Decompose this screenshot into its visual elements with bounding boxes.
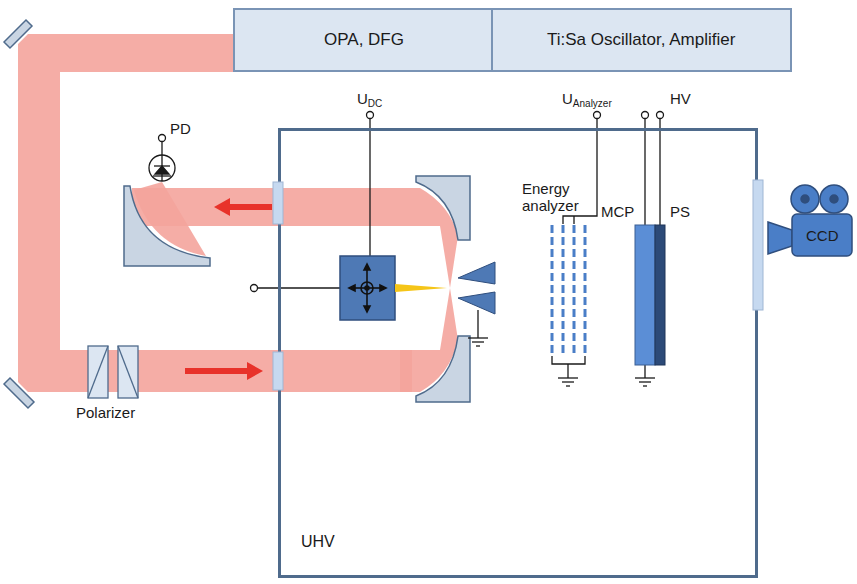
vacuum-chamber: UHV bbox=[278, 128, 758, 578]
window bbox=[753, 180, 763, 310]
component-label: CCD bbox=[806, 227, 839, 244]
polarizer bbox=[88, 346, 138, 398]
parabolic-mirror bbox=[416, 336, 470, 402]
mirror bbox=[4, 378, 34, 408]
voltage-label: HV bbox=[670, 90, 691, 107]
component-label: Polarizer bbox=[76, 404, 135, 421]
parabolic-mirror bbox=[416, 176, 470, 240]
positioner bbox=[340, 256, 447, 320]
ground-line bbox=[472, 341, 484, 342]
ground-line bbox=[468, 337, 488, 338]
extractor bbox=[458, 262, 495, 314]
voltage-label: UDC bbox=[357, 90, 382, 112]
mcp bbox=[635, 225, 655, 365]
photodiode bbox=[149, 135, 175, 182]
laser-box: OPA, DFG bbox=[233, 8, 493, 72]
node-text: Ti:Sa Oscillator, Amplifier bbox=[547, 30, 735, 50]
voltage-label: UAnalyzer bbox=[562, 90, 612, 112]
component-label: Energy analyzer bbox=[522, 180, 592, 214]
window bbox=[273, 182, 283, 224]
ground-line bbox=[639, 381, 651, 382]
laser-box: Ti:Sa Oscillator, Amplifier bbox=[493, 8, 792, 72]
analyzer-grid bbox=[552, 225, 585, 356]
ground-line bbox=[558, 377, 578, 378]
ccd-camera bbox=[768, 185, 852, 256]
ground-line bbox=[635, 377, 655, 378]
component-label: MCP bbox=[601, 203, 634, 220]
node-text: OPA, DFG bbox=[324, 30, 404, 50]
wire bbox=[251, 112, 664, 379]
ground-line bbox=[566, 385, 570, 386]
mirror bbox=[4, 20, 32, 48]
phosphor-screen bbox=[655, 225, 665, 365]
direction-arrow bbox=[185, 198, 272, 380]
window bbox=[273, 352, 283, 390]
node-text: UHV bbox=[301, 533, 335, 551]
parabolic-mirror bbox=[124, 186, 210, 266]
ground-line bbox=[643, 385, 647, 386]
component-label: PS bbox=[670, 203, 690, 220]
ground-line bbox=[562, 381, 574, 382]
ground-line bbox=[476, 345, 480, 346]
component-label: PD bbox=[170, 120, 191, 137]
